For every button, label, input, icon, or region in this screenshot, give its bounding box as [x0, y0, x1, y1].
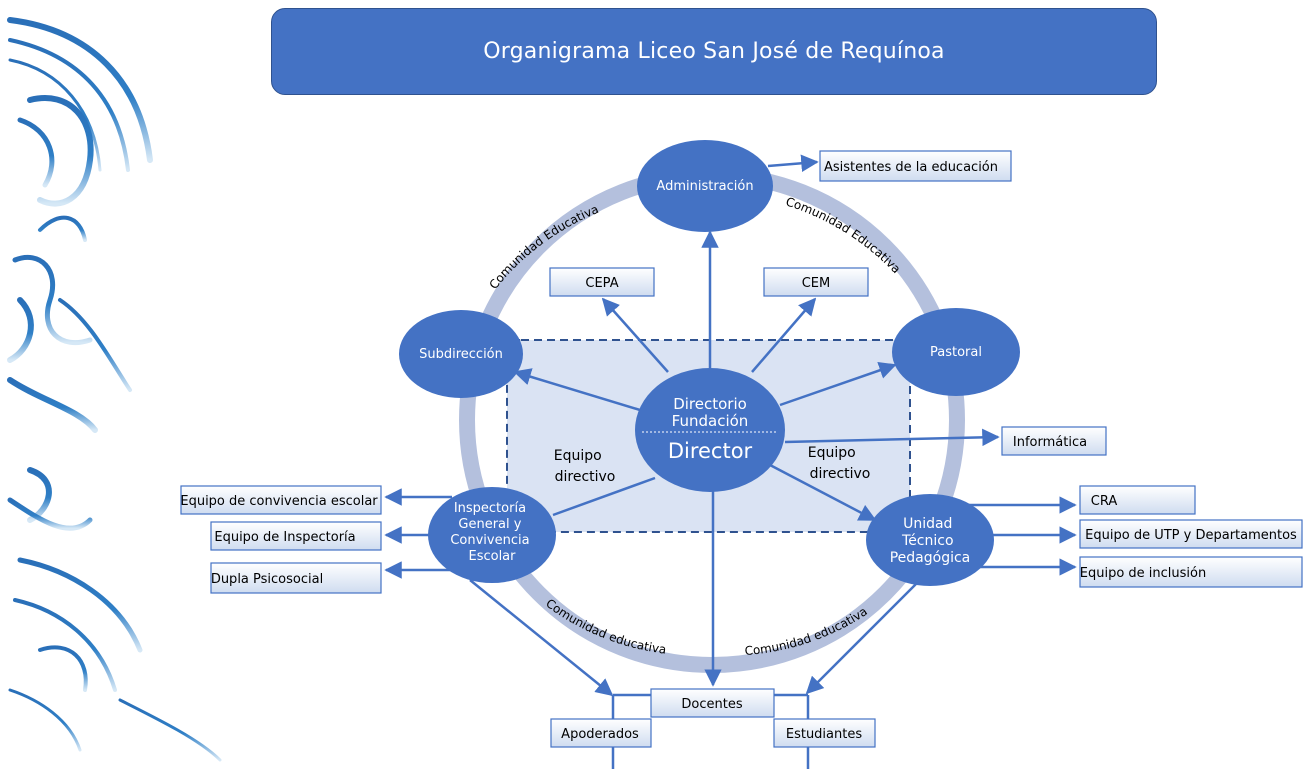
equipo-directivo-right: Equipo directivo [808, 445, 871, 482]
box-informatica [1001, 426, 1107, 456]
node-director [635, 368, 785, 492]
box-utp-depto [1079, 519, 1303, 549]
arrow-to-utp [769, 463, 877, 522]
node-administracion-label: Administración [656, 179, 753, 194]
utp-depto-label: Equipo de UTP y Departamentos [1085, 528, 1297, 543]
box-apoderados [550, 718, 652, 748]
cepa-label: CEPA [585, 276, 618, 291]
asistentes-label: Asistentes de la educación [824, 160, 998, 175]
box-cepa [549, 267, 655, 297]
node-pastoral [892, 308, 1020, 396]
dupla-label: Dupla Psicosocial [211, 572, 323, 587]
arrow-to-subdireccion [513, 368, 641, 412]
arrow-to-pastoral [779, 361, 897, 407]
box-equipo-inspectoria [210, 521, 382, 551]
convivencia-label: Equipo de convivencia escolar [180, 494, 378, 509]
equipo-directivo-left: Equipo directivo [554, 448, 616, 485]
box-estudiantes [773, 718, 876, 748]
node-subdireccion [399, 310, 523, 398]
center-fundacion: Fundación [672, 412, 749, 430]
arrow-inspectoria-to-apoderados [469, 579, 614, 697]
cem-label: CEM [802, 276, 831, 291]
node-inspectoria [428, 487, 556, 583]
arrow-to-cepa [601, 297, 669, 373]
don-bosco-logo [7, 17, 222, 762]
title-banner: Organigrama Liceo San José de Requínoa [271, 8, 1157, 95]
equipo-inspectoria-label: Equipo de Inspectoría [214, 530, 355, 545]
box-asistentes [819, 150, 1012, 182]
node-subdireccion-label: Subdirección [419, 347, 503, 362]
informatica-label: Informática [1013, 435, 1087, 450]
line-to-inspectoria [552, 476, 656, 517]
node-inspectoria-label: Inspectoría General y Convivencia Escola… [450, 501, 533, 564]
box-cra [1079, 485, 1196, 515]
box-convivencia [180, 485, 382, 515]
arrow-to-cem [751, 297, 817, 373]
node-pastoral-label: Pastoral [930, 345, 982, 360]
estudiantes-label: Estudiantes [786, 727, 862, 742]
arrow-to-informatica [784, 428, 1000, 447]
node-utp-label: Unidad Técnico Pedagógica [890, 516, 971, 566]
box-cem [763, 267, 869, 297]
center-directorio: Directorio [673, 395, 747, 413]
inclusion-label: Equipo de inclusión [1080, 566, 1206, 581]
node-administracion [637, 140, 773, 232]
cra-label: CRA [1091, 494, 1118, 509]
box-docentes [650, 688, 775, 718]
box-dupla [210, 562, 382, 594]
box-inclusion [1079, 556, 1303, 588]
page-title: Organigrama Liceo San José de Requínoa [483, 39, 945, 64]
center-director: Director [668, 439, 753, 463]
node-utp [866, 494, 994, 586]
arrow-utp-to-estudiantes [805, 579, 921, 695]
arrow-admin-asistentes [767, 154, 819, 173]
apoderados-label: Apoderados [561, 727, 639, 742]
docentes-label: Docentes [681, 697, 742, 712]
